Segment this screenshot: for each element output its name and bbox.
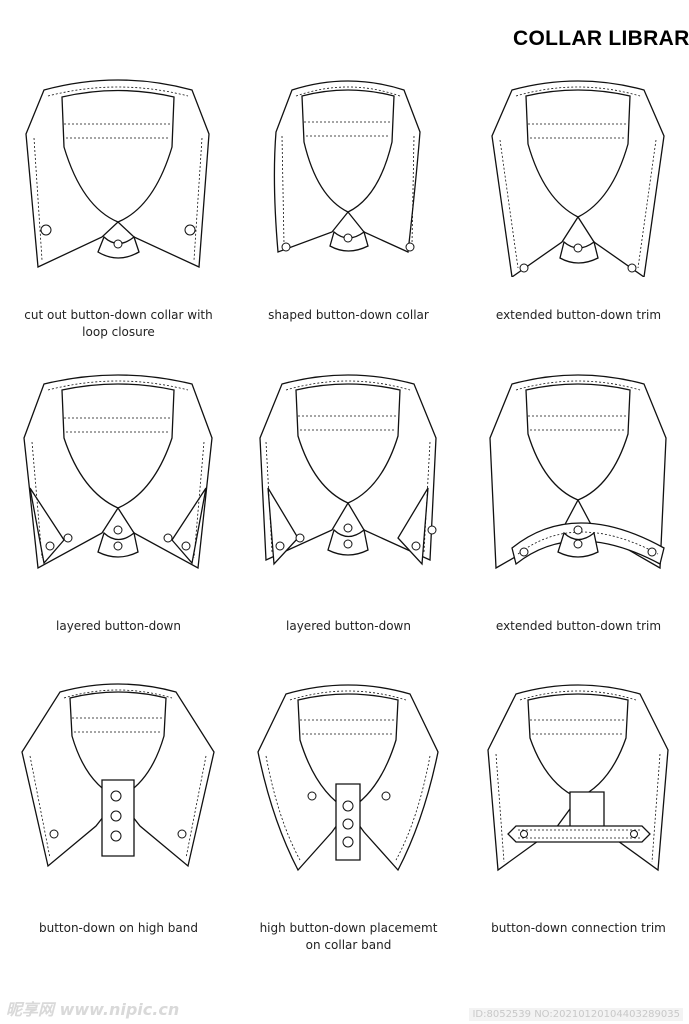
page-title: COLLAR LIBRAR xyxy=(513,27,689,50)
collar-caption-line: button-down connection trim xyxy=(491,921,666,935)
collar-illustration xyxy=(21,683,215,868)
watermark-id: ID:8052539 NO:20210120104403289035 xyxy=(469,1008,683,1021)
collar-illustration xyxy=(487,684,669,872)
collar-caption-line: extended button-down trim xyxy=(495,308,662,322)
collar-card: shaped button-down collar xyxy=(234,72,463,352)
watermark-bar: 昵享网 www.nipic.cn ID:8052539 NO:202101201… xyxy=(0,1000,689,1024)
collar-illustration xyxy=(257,684,439,872)
collar-caption-line: on collar band xyxy=(305,938,392,952)
collar-illustration xyxy=(259,374,437,566)
collar-card: extended button-down trim xyxy=(464,72,689,352)
collar-card: cut out button-down collar with loop clo… xyxy=(4,72,233,352)
watermark-logo: 昵享网 www.nipic.cn xyxy=(6,1000,180,1019)
collar-card: high button-down placememt on collar ban… xyxy=(234,680,463,965)
collar-caption-line: layered button-down xyxy=(286,619,411,633)
collar-card: layered button-down xyxy=(234,368,463,648)
collar-caption-line: button-down on high band xyxy=(38,921,199,935)
collar-illustration xyxy=(25,79,210,268)
collar-card: button-down on high band xyxy=(4,680,233,965)
collar-caption-line: loop closure xyxy=(82,325,155,339)
collar-illustration xyxy=(23,374,213,570)
collar-caption-line: cut out button-down collar with xyxy=(24,308,213,322)
collar-caption-line: high button-down placememt xyxy=(259,921,438,935)
collar-caption-line: shaped button-down collar xyxy=(268,308,429,322)
collar-card: layered button-down xyxy=(4,368,233,648)
collar-illustration xyxy=(273,80,421,253)
collar-card: button-down connection trim xyxy=(464,680,689,965)
collar-caption-line: extended button-down trim xyxy=(495,619,662,633)
collar-illustration xyxy=(489,374,667,570)
collar-card: extended button-down trim xyxy=(464,368,689,648)
collar-caption-line: layered button-down xyxy=(56,619,181,633)
collar-illustration xyxy=(491,80,665,277)
